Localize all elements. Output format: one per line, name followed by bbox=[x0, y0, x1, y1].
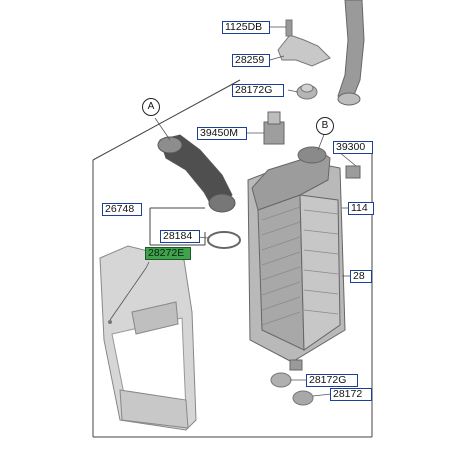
callout-a: A bbox=[142, 98, 160, 116]
sensor-39450m-shape bbox=[263, 111, 285, 145]
label-28272e[interactable]: 28272E bbox=[145, 247, 191, 260]
label-28184[interactable]: 28184 bbox=[160, 230, 200, 243]
grommet-top-shape bbox=[296, 83, 318, 100]
label-28172-bottom[interactable]: 28172 bbox=[330, 388, 372, 401]
label-28172g-top[interactable]: 28172G bbox=[232, 84, 284, 97]
label-28259[interactable]: 28259 bbox=[232, 54, 270, 67]
sensor-39300-shape bbox=[345, 165, 361, 179]
hose-26748-shape bbox=[157, 134, 236, 213]
clamp-28184-shape bbox=[207, 231, 241, 249]
label-39450m[interactable]: 39450M bbox=[197, 127, 247, 140]
bottom-grommets-shape bbox=[270, 372, 314, 406]
label-39300[interactable]: 39300 bbox=[333, 141, 373, 154]
label-28[interactable]: 28 bbox=[350, 270, 372, 283]
label-28172g-bottom[interactable]: 28172G bbox=[306, 374, 358, 387]
frame-lines bbox=[92, 79, 373, 438]
bracket-28259-shape bbox=[277, 19, 331, 67]
label-1125db[interactable]: 1125DB bbox=[222, 21, 270, 34]
intercooler-shape bbox=[247, 146, 346, 371]
label-114[interactable]: 114 bbox=[348, 202, 374, 215]
callout-b: B bbox=[316, 117, 334, 135]
bolt-dot bbox=[108, 320, 112, 324]
upper-hose-shape bbox=[337, 0, 365, 106]
duct-28272e-shape bbox=[99, 245, 197, 431]
leader-lines bbox=[109, 26, 357, 397]
label-26748[interactable]: 26748 bbox=[102, 203, 142, 216]
